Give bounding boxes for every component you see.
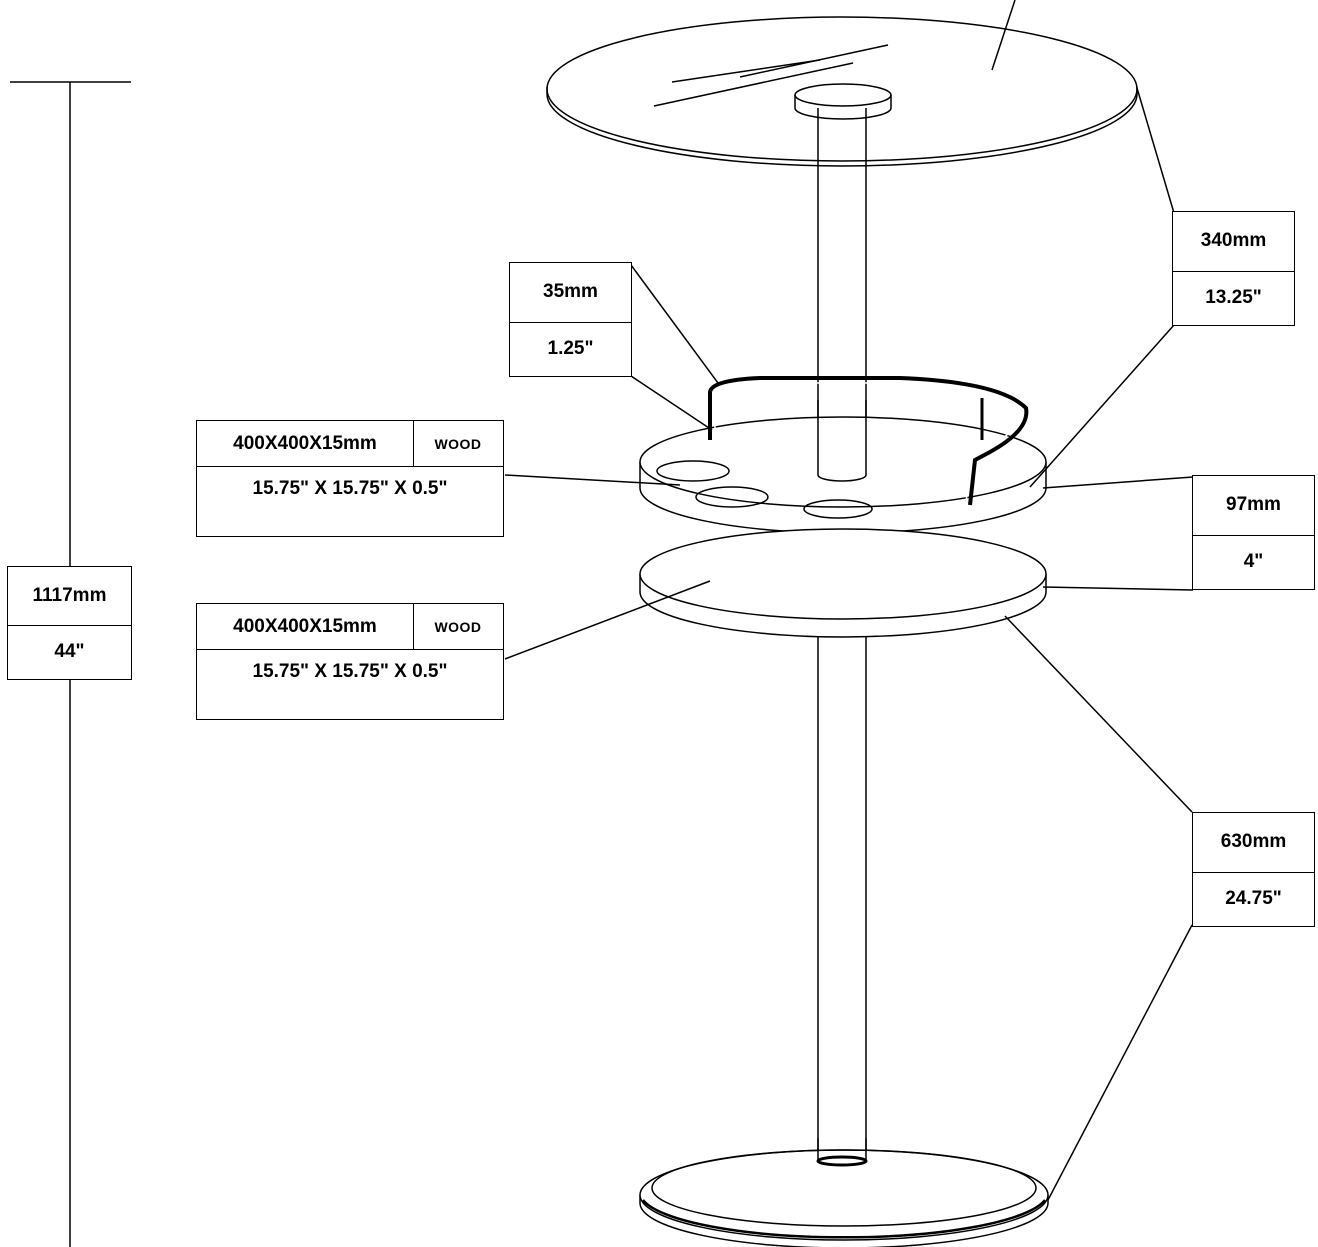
spec-imperial: 15.75" X 15.75" X 0.5": [252, 478, 448, 499]
spec-header-row: 400X400X15mm WOOD: [197, 604, 503, 650]
dimension-inch: 44": [54, 641, 85, 663]
dimension-box-35mm: 35mm 1.25": [509, 262, 632, 377]
dimension-mm: 340mm: [1173, 212, 1294, 272]
dimension-box-1117mm: 1117mm 44": [7, 566, 132, 680]
leader-630mm-bottom: [1047, 924, 1193, 1201]
bottle-hole-3: [803, 499, 873, 519]
leader-upper-shelf: [504, 474, 681, 486]
lower-shelf: [639, 528, 1047, 638]
dimension-inch: 13.25": [1205, 286, 1262, 308]
base-plate: [639, 1138, 1049, 1247]
leader-340mm-bottom: [1029, 324, 1175, 488]
glass-top: [546, 0, 1138, 167]
dimension-mm: 1117mm: [8, 567, 131, 627]
leader-630mm-top: [1004, 615, 1193, 813]
leader-lower-shelf: [504, 580, 711, 660]
dimension-mm: 630mm: [1193, 813, 1314, 873]
leader-35mm-a: [630, 264, 719, 384]
shelf-rail: [708, 376, 1029, 506]
upper-shelf-spec: 400X400X15mm WOOD 15.75" X 15.75" X 0.5": [196, 420, 504, 537]
bottle-hole-2: [695, 486, 769, 508]
dimension-mm: 97mm: [1193, 476, 1314, 536]
bottle-hole-1: [656, 460, 730, 482]
dimension-inch: 24.75": [1225, 887, 1282, 909]
lower-pole: [817, 637, 867, 1160]
upper-shelf: [639, 376, 1047, 534]
leader-97mm-b: [1042, 586, 1194, 591]
spec-material: WOOD: [434, 618, 482, 635]
pole-cap: [794, 83, 892, 120]
dimension-box-630mm: 630mm 24.75": [1192, 812, 1315, 927]
dimension-box-97mm: 97mm 4": [1192, 475, 1315, 590]
dimension-box-340mm: 340mm 13.25": [1172, 211, 1295, 326]
dimension-inch: 4": [1243, 550, 1264, 572]
spec-dimensions: 400X400X15mm: [197, 604, 414, 649]
leader-97mm-a: [1042, 476, 1194, 489]
leader-35mm-b: [630, 375, 713, 431]
spec-material: WOOD: [434, 435, 482, 452]
dimension-inch: 1.25": [547, 337, 594, 359]
lower-shelf-spec: 400X400X15mm WOOD 15.75" X 15.75" X 0.5": [196, 603, 504, 720]
spec-dimensions: 400X400X15mm: [197, 421, 414, 466]
spec-imperial: 15.75" X 15.75" X 0.5": [252, 661, 448, 682]
dimension-mm: 35mm: [510, 263, 631, 323]
leader-340mm-top: [1136, 87, 1175, 214]
spec-header-row: 400X400X15mm WOOD: [197, 421, 503, 467]
